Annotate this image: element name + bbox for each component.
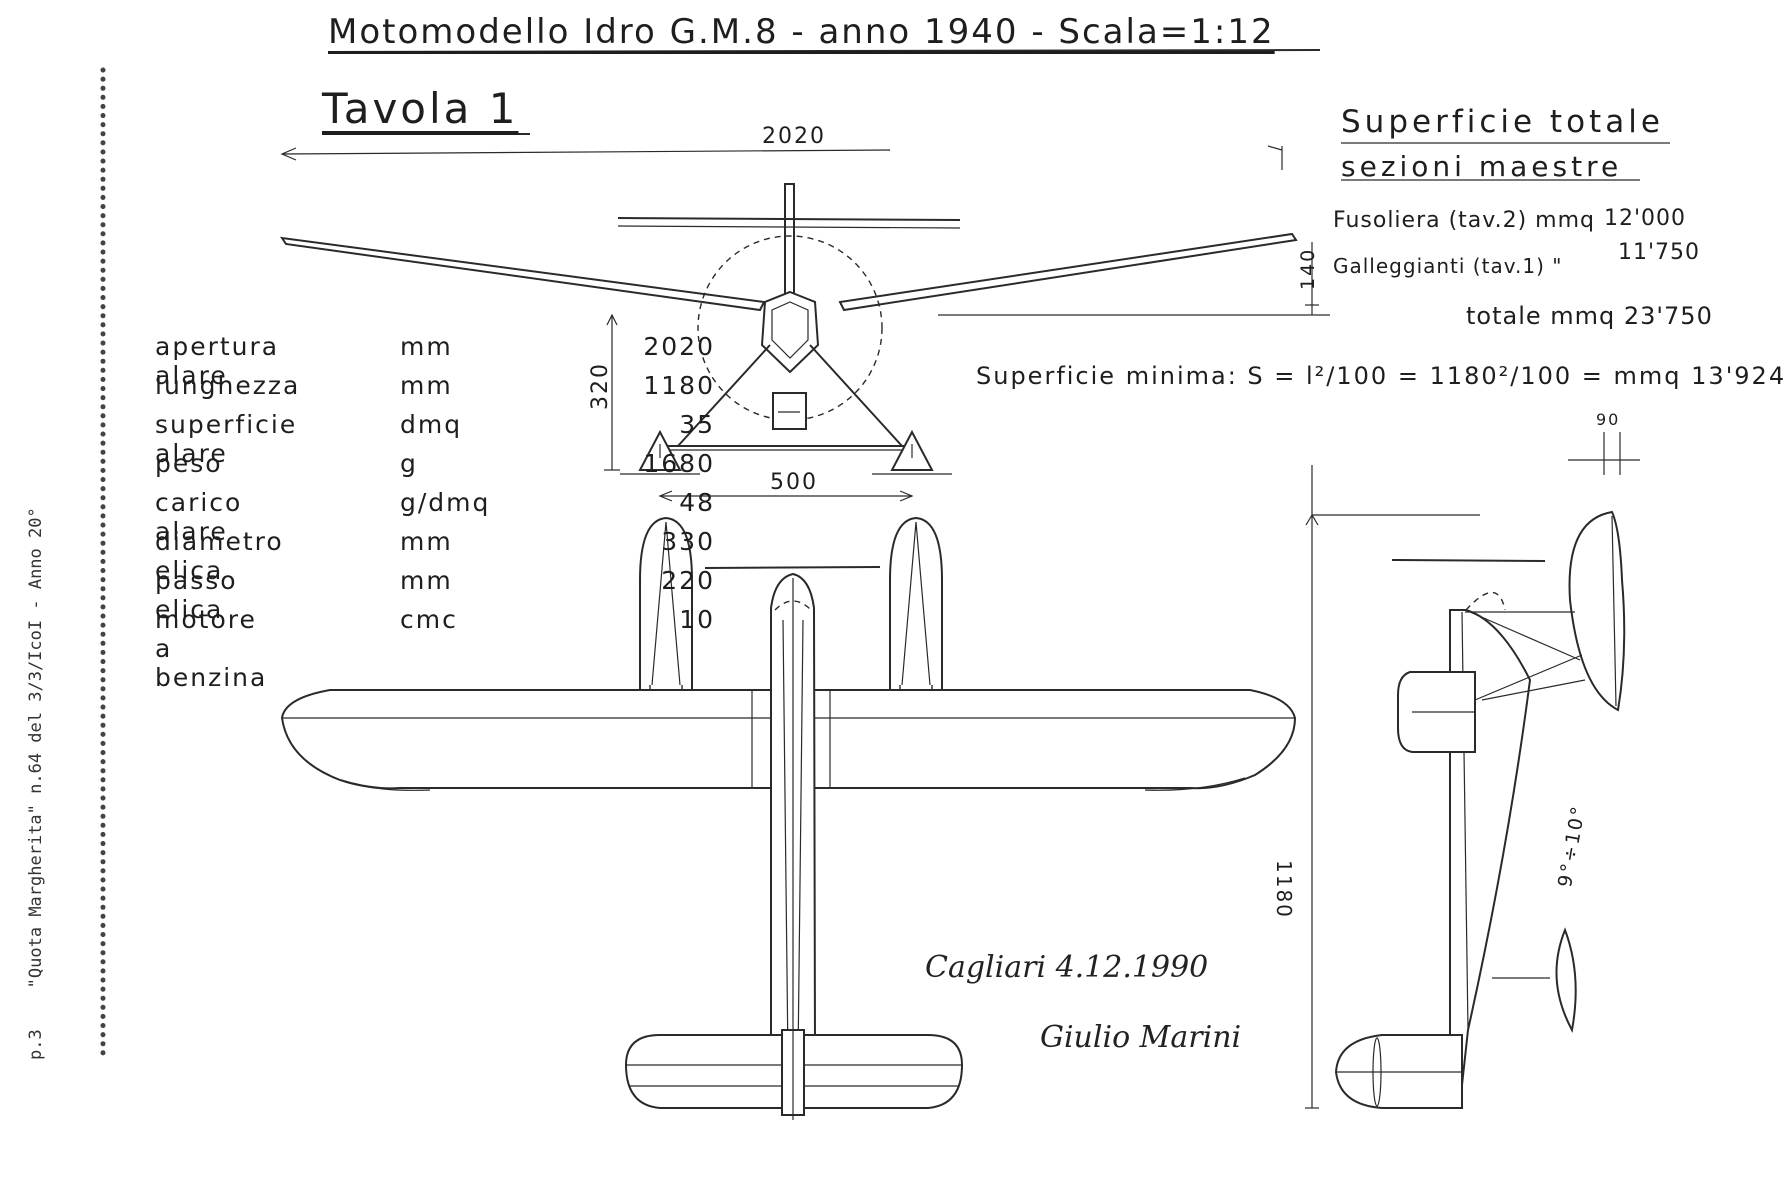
spec-label: carico alare <box>155 488 243 546</box>
surface-heading-2: sezioni maestre <box>1341 150 1623 183</box>
front-height-dimension <box>604 313 620 471</box>
spec-value: 48 <box>679 488 715 517</box>
strut-left <box>677 344 771 447</box>
dim-dihedral: 140 <box>1297 247 1319 290</box>
spec-unit: g <box>400 449 418 478</box>
surface-heading-1: Superficie totale <box>1341 104 1664 140</box>
surface-row-value: 12'000 <box>1604 206 1687 231</box>
strut-right <box>809 344 903 447</box>
spec-unit: mm <box>400 566 453 595</box>
propeller-side <box>1391 559 1546 562</box>
plan-view <box>280 516 1297 1120</box>
surface-total: totale mmq 23'750 <box>1466 302 1713 330</box>
spec-label: lunghezza <box>155 371 301 400</box>
technical-drawing <box>279 49 1670 1120</box>
dim-side-small: 90 <box>1596 410 1621 429</box>
dim-float-spacing: 500 <box>770 470 818 495</box>
float-strut-box <box>772 392 807 430</box>
spec-label: apertura alare <box>155 332 280 390</box>
source-note: "Quota Margherita" n.64 del 3/3/IcoI - A… <box>26 507 46 989</box>
spec-label: diametro elica <box>155 527 284 585</box>
propeller-plan <box>704 566 881 569</box>
surface-row-label: Fusoliera (tav.2) mmq <box>1333 208 1595 233</box>
spec-unit: mm <box>400 527 453 556</box>
spec-label: passo elica <box>155 566 238 624</box>
title-underline <box>327 49 1321 53</box>
signature-place-date: Cagliari 4.12.1990 <box>925 950 1209 985</box>
tailplane-side <box>1555 927 1577 1033</box>
page-number: p.3 <box>26 1029 46 1060</box>
front-view <box>279 183 1298 475</box>
stabilizer-front <box>617 217 961 221</box>
left-wing-front <box>279 236 766 312</box>
surface-row-value: 11'750 <box>1618 240 1701 265</box>
float-side <box>1568 510 1626 712</box>
side-caption: p.3 "Quota Margherita" n.64 del 3/3/IcoI… <box>26 507 46 1060</box>
spec-value: 1180 <box>643 371 715 400</box>
fuselage-front <box>760 290 820 374</box>
signature-name: Giulio Marini <box>1040 1020 1242 1055</box>
spec-value: 330 <box>661 527 715 556</box>
dim-span: 2020 <box>762 124 826 149</box>
left-float-plan <box>639 516 693 712</box>
side-view <box>1305 432 1640 1109</box>
spec-unit: cmc <box>400 605 458 634</box>
surface-row-label: Galleggianti (tav.1) " <box>1333 254 1563 278</box>
spec-value: 1680 <box>643 449 715 478</box>
spec-unit: mm <box>400 371 453 400</box>
spec-value: 2020 <box>643 332 715 361</box>
spec-value: 220 <box>661 566 715 595</box>
spec-value: 10 <box>679 605 715 634</box>
spec-value: 35 <box>679 410 715 439</box>
page-title: Motomodello Idro G.M.8 - anno 1940 - Sca… <box>328 12 1275 52</box>
surface-minimum: Superficie minima: S = l²/100 = 1180²/10… <box>976 362 1786 390</box>
dim-side-length: 1180 <box>1272 860 1296 919</box>
dihedral-dimension <box>938 242 1330 316</box>
spec-unit: dmq <box>400 410 463 439</box>
spec-label: motore a benzina <box>155 605 268 692</box>
spec-label: superficie alare <box>155 410 298 468</box>
float-spacing-dimension <box>658 490 914 502</box>
spec-label: peso <box>155 449 223 478</box>
spec-unit: g/dmq <box>400 488 491 517</box>
span-dimension <box>280 145 1283 170</box>
right-wing-front <box>838 232 1298 312</box>
page-subtitle: Tavola 1 <box>322 84 519 133</box>
dotted-border <box>100 67 106 1058</box>
spec-unit: mm <box>400 332 453 361</box>
right-float-plan <box>889 516 943 712</box>
